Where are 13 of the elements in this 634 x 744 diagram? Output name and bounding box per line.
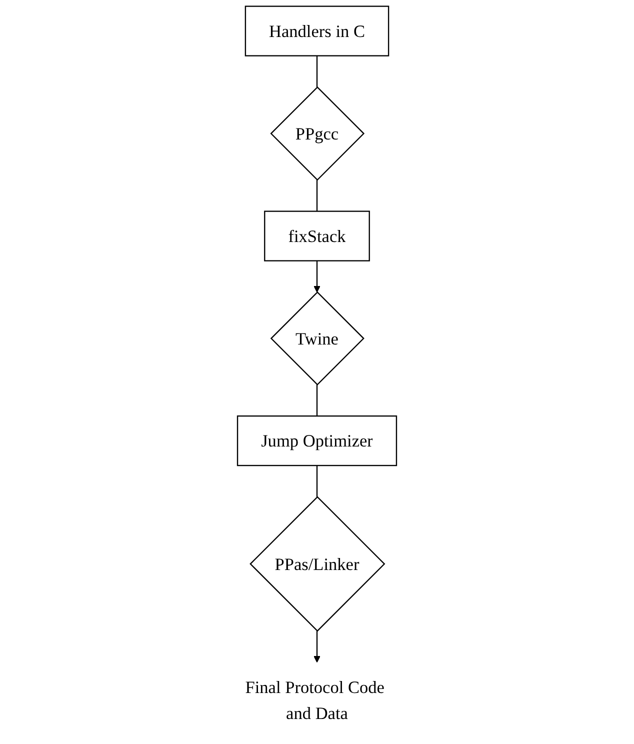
node-diamond: PPas/Linker xyxy=(250,496,386,632)
arrow xyxy=(314,260,320,292)
connector xyxy=(316,466,318,497)
connector xyxy=(316,180,318,212)
node-box: Jump Optimizer xyxy=(236,415,398,466)
connector xyxy=(316,384,318,416)
node-text: Final Protocol Code and Data xyxy=(245,677,384,723)
node-box: fixStack xyxy=(264,210,370,262)
node-diamond: Twine xyxy=(270,291,364,386)
node-diamond: PPgcc xyxy=(270,86,365,181)
arrow xyxy=(314,630,320,663)
node-box: Handlers in C xyxy=(244,6,390,56)
connector xyxy=(316,56,318,88)
